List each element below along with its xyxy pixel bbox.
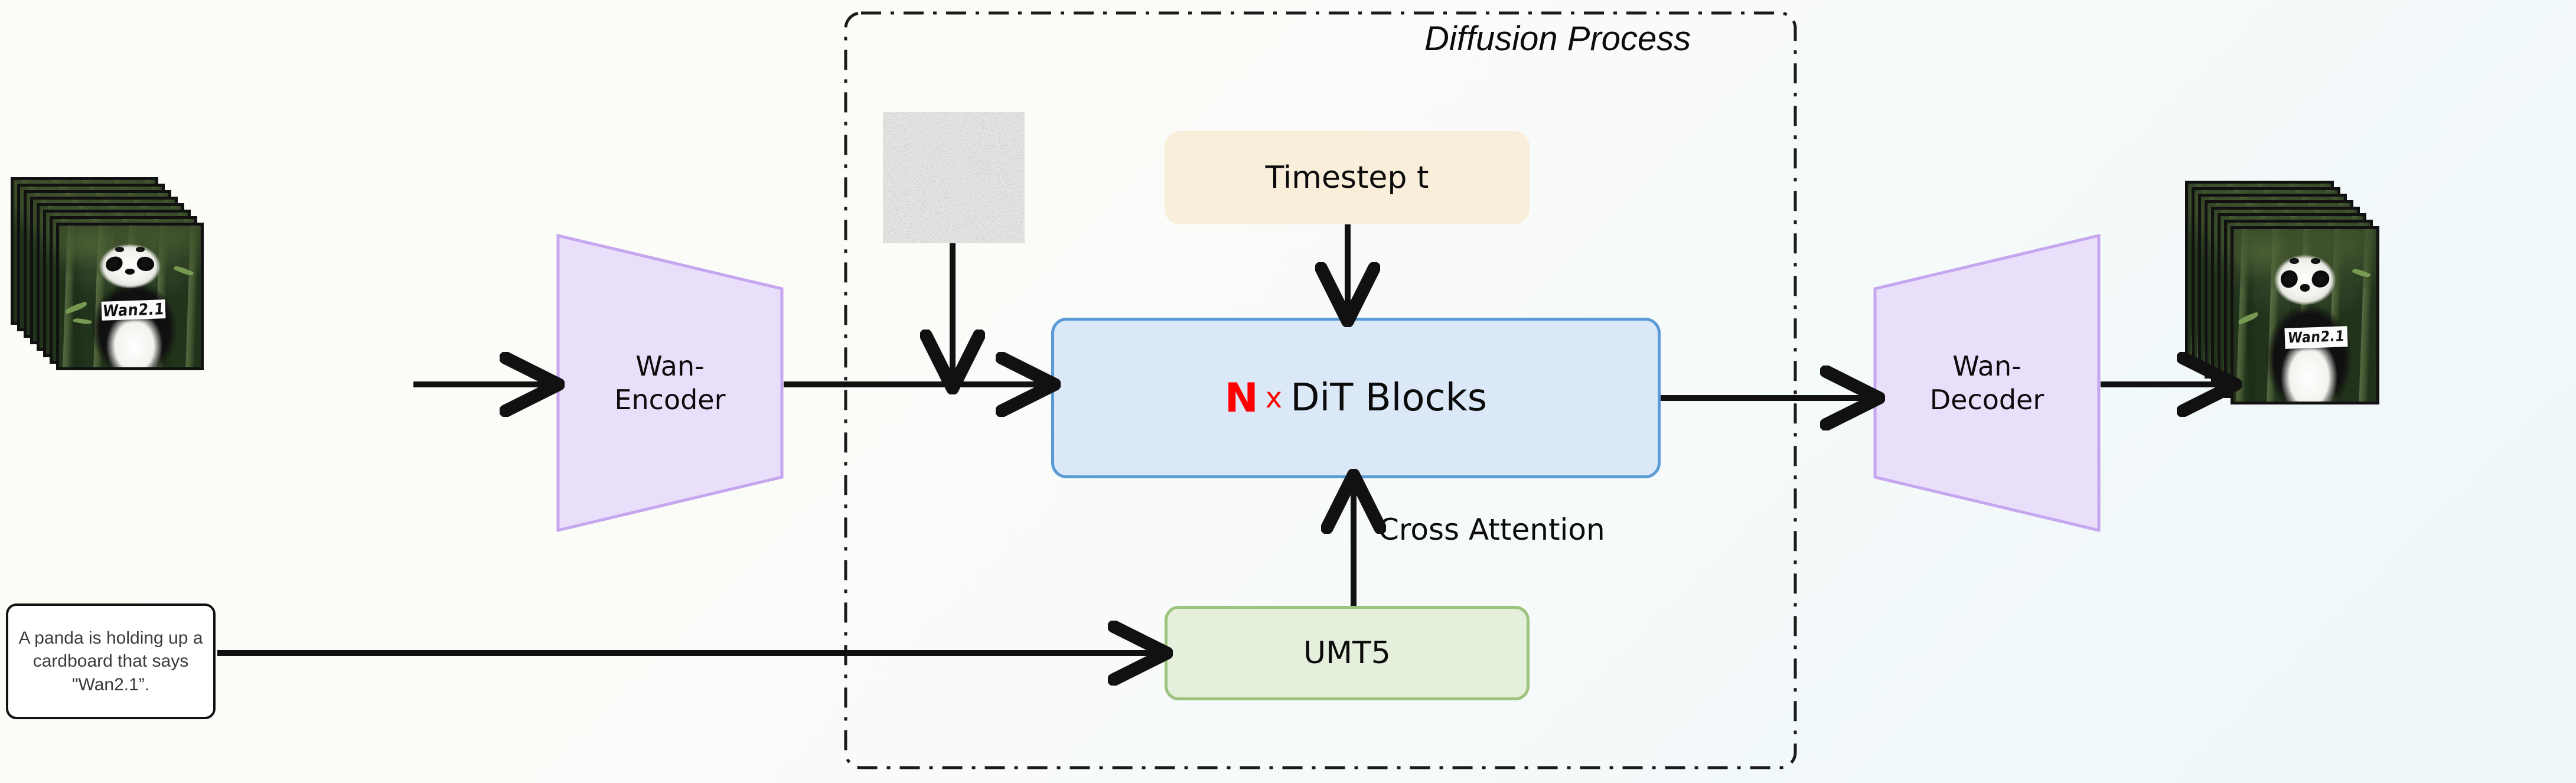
prompt-line-2: cardboard that says "Wan2.1”. [32, 651, 189, 694]
diffusion-process-title: Diffusion Process [1424, 19, 1691, 58]
umt5-node[interactable]: UMT5 [1165, 606, 1530, 700]
prompt-line-1: A panda is holding up a [18, 628, 203, 648]
wan-decoder-node[interactable]: Wan- Decoder [1873, 234, 2101, 532]
dit-multiply-symbol: x [1265, 381, 1283, 415]
wan-encoder-node[interactable]: Wan- Encoder [556, 234, 784, 532]
encoder-label-line2: Encoder [614, 383, 726, 416]
cross-attention-label: Cross Attention [1378, 513, 1605, 547]
sign-card-input: Wan2.1 [101, 299, 166, 321]
timestep-label: Timestep t [1265, 160, 1429, 195]
encoder-shape [556, 234, 784, 532]
dit-blocks-label: DiT Blocks [1290, 376, 1488, 420]
dit-blocks-node[interactable]: N x DiT Blocks [1051, 318, 1661, 478]
dit-repeat-count: N [1224, 374, 1258, 422]
input-frame-stack: Wan2.1 [11, 177, 206, 390]
decoder-label-line2: Decoder [1929, 383, 2045, 416]
prompt-text-box[interactable]: A panda is holding up a cardboard that s… [6, 603, 216, 719]
output-frame-stack: Wan2.1 [2185, 181, 2386, 417]
timestep-node[interactable]: Timestep t [1165, 131, 1530, 224]
sign-card-output: Wan2.1 [2284, 326, 2349, 350]
encoder-label-line1: Wan- [635, 350, 705, 383]
decoder-label-line1: Wan- [1952, 350, 2021, 383]
frame-sheet-front: Wan2.1 [56, 223, 204, 370]
frame-sheet-front: Wan2.1 [2231, 226, 2379, 404]
sign-text-input: Wan2.1 [102, 299, 165, 321]
gaussian-noise-latent-icon [883, 112, 1025, 243]
umt5-label: UMT5 [1303, 635, 1391, 671]
sign-text-output: Wan2.1 [2287, 328, 2346, 347]
